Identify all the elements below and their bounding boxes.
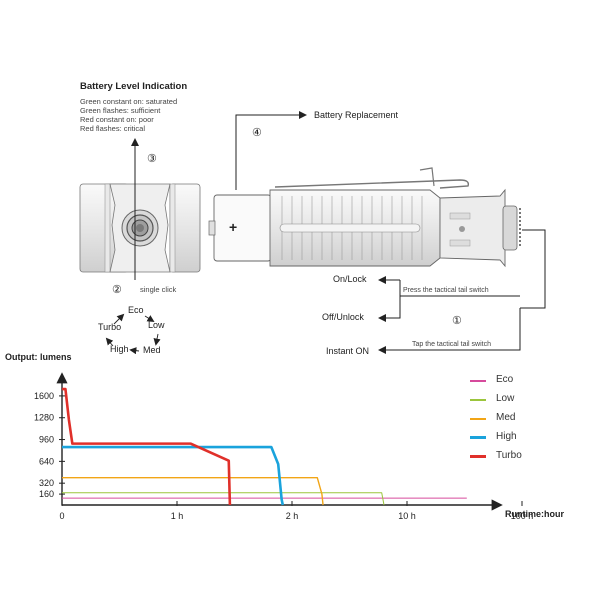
y-tick-label: 1600 [34, 391, 54, 401]
x-tick-label: 0 [59, 511, 64, 521]
flashlight-side-view [208, 167, 521, 268]
battery-indication-line-3: Red constant on: poor [80, 115, 154, 124]
tap-switch-label: Tap the tactical tail switch [412, 341, 491, 348]
chart-y-label: Output: lumens [5, 352, 72, 362]
battery-icon [213, 194, 272, 262]
legend-label-high: High [496, 431, 517, 442]
legend-swatch-eco [470, 380, 486, 382]
step-1-label: ① [452, 315, 462, 327]
mode-low: Low [148, 320, 165, 330]
legend-item-turbo: Turbo [470, 450, 580, 464]
battery-indication-title: Battery Level Indication [80, 81, 188, 92]
mode-med: Med [143, 345, 161, 355]
legend-item-high: High [470, 431, 580, 445]
battery-replacement-label: Battery Replacement [314, 110, 399, 120]
x-tick-label: 10 h [398, 511, 416, 521]
battery-plus-label: + [229, 219, 238, 235]
off-unlock-label: Off/Unlock [322, 312, 364, 322]
battery-indication-line-1: Green constant on: saturated [80, 97, 178, 106]
x-tick-label: 1 h [171, 511, 184, 521]
legend-item-med: Med [470, 412, 580, 426]
y-tick-label: 160 [39, 489, 54, 499]
press-switch-label: Press the tactical tail switch [403, 287, 489, 294]
single-click-label: single click [140, 285, 177, 294]
series-line-turbo [62, 387, 232, 506]
legend-label-low: Low [496, 393, 515, 404]
y-tick-label: 960 [39, 435, 54, 445]
legend-swatch-med [470, 418, 486, 420]
step-4-label: ④ [252, 127, 262, 139]
battery-indication-line-4: Red flashes: critical [80, 124, 146, 133]
legend-swatch-low [470, 399, 486, 401]
x-tick-label: 2 h [286, 511, 299, 521]
x-tick-label: 100 h [511, 511, 534, 521]
battery-indication-line-2: Green flashes: sufficient [80, 106, 161, 115]
mode-eco: Eco [128, 305, 144, 315]
on-lock-label: On/Lock [333, 274, 367, 284]
legend-item-low: Low [470, 393, 580, 407]
instant-on-label: Instant ON [326, 346, 370, 356]
legend-swatch-high [470, 436, 486, 439]
mode-turbo: Turbo [98, 322, 122, 332]
flashlight-front-view [79, 183, 201, 273]
series-line-med [62, 477, 324, 506]
mode-cycle-arrows [105, 313, 161, 355]
chart-x-label: Runtime:hour [505, 509, 564, 519]
step-3-label: ③ [147, 153, 157, 165]
y-tick-label: 640 [39, 456, 54, 466]
step-2-label: ② [112, 284, 122, 296]
legend-label-eco: Eco [496, 374, 514, 385]
legend-swatch-turbo [470, 455, 486, 458]
legend-label-med: Med [496, 412, 516, 423]
series-line-low [62, 492, 385, 506]
mode-high: High [110, 344, 129, 354]
legend-label-turbo: Turbo [496, 450, 522, 461]
y-tick-label: 1280 [34, 413, 54, 423]
y-tick-label: 320 [39, 478, 54, 488]
legend-item-eco: Eco [470, 374, 580, 388]
series-line-high [62, 445, 285, 506]
